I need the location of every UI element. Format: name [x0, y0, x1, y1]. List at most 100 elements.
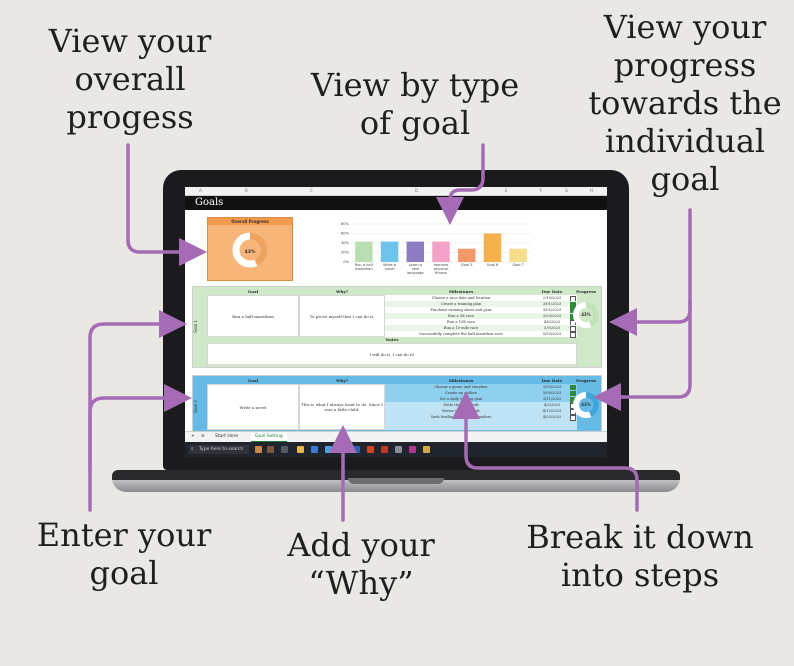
milestone-row[interactable]: Run a 15-mile race 5/9/2023 [385, 325, 577, 332]
sheet-tab-bar: + ≡ Start Here Goal Setting [185, 431, 607, 442]
app-icon-1[interactable] [255, 446, 262, 453]
mail-icon[interactable] [311, 446, 318, 453]
milestone-due-date: 4/12/2023 [542, 409, 562, 413]
callout-overall-progress: View your overall progess [48, 22, 212, 136]
due-date-header: Due Date [541, 289, 563, 294]
milestone-checkbox[interactable] [570, 302, 576, 308]
why-header: Why? [335, 289, 349, 294]
column-e[interactable]: E [505, 188, 508, 193]
column-a[interactable]: A [199, 188, 202, 193]
milestone-text: Run a 15-mile race [443, 326, 479, 330]
milestone-due-date: 5/9/2023 [543, 326, 561, 330]
milestone-row[interactable]: Create a training plan 3/01/2023 [385, 301, 577, 308]
y-tick-label: 80% [341, 222, 350, 226]
goal-2-section: Goal 2 Goal Why? Milestones Due Date Pro… [192, 375, 602, 433]
milestone-checkbox[interactable] [570, 326, 576, 332]
why-header-2: Why? [335, 378, 349, 383]
goal-1-goal-cell[interactable]: Run a half marathon [207, 295, 299, 337]
arrow-enter-goal-1 [88, 310, 187, 512]
milestone-text: Run a 5K race [448, 314, 474, 318]
column-h[interactable]: H [590, 188, 594, 193]
app-icon-4[interactable] [409, 446, 416, 453]
column-b[interactable]: B [245, 188, 248, 193]
all-sheets-icon[interactable]: ≡ [201, 434, 205, 439]
overall-progress-panel: Overall Progress 43% [207, 217, 293, 281]
arrow-enter-goal-2 [88, 384, 192, 472]
milestone-due-date: 4/3/2023 [543, 403, 561, 407]
milestone-text: Choose a genre and storyline [434, 385, 488, 389]
arrow-overall-progress [126, 143, 207, 266]
due-date-header-2: Due Date [541, 378, 563, 383]
bar [509, 248, 527, 262]
overall-progress-donut [232, 232, 268, 268]
progress-header: Progress [576, 289, 596, 294]
milestone-text: Run a 10K race [446, 320, 476, 324]
goal-header-2: Goal [247, 378, 259, 383]
column-g[interactable]: G [565, 188, 569, 193]
milestone-due-date: 4/6/2023 [543, 320, 561, 324]
acrobat-icon[interactable] [381, 446, 388, 453]
app-icon-5[interactable] [423, 446, 430, 453]
milestone-text: Create a training plan [440, 302, 482, 306]
column-header-bar: A B C D E F G H [185, 187, 607, 196]
milestone-due-date: 2/10/2023 [542, 296, 562, 300]
column-f[interactable]: F [540, 188, 543, 193]
milestone-text: Successfully complete the half marathon … [419, 332, 503, 336]
bar [380, 241, 399, 262]
milestone-checkbox[interactable] [570, 415, 576, 421]
milestone-due-date: 3/01/2023 [542, 302, 562, 306]
callout-break-down: Break it down into steps [526, 518, 754, 594]
milestone-checkbox[interactable] [570, 332, 576, 338]
arrow-individual-goal-2 [593, 298, 692, 411]
milestone-due-date: 3/02/2023 [542, 385, 562, 389]
column-c[interactable]: C [310, 188, 313, 193]
x-category-label: Goal 5 [461, 263, 473, 267]
goal-1-why-cell[interactable]: To prove myself that I can do it. [299, 295, 385, 337]
x-category-label: Goal 7 [512, 263, 524, 267]
spreadsheet-screen: A B C D E F G H Goals Overall Progress 4… [185, 187, 607, 457]
milestone-row[interactable]: Successfully complete the half marathon … [385, 331, 577, 338]
bar [483, 233, 502, 262]
column-d[interactable]: D [415, 188, 419, 193]
sheet-title: Goals [185, 196, 607, 210]
goal-1-section: Goal 1 Goal Why? Milestones Due Date Pro… [192, 286, 602, 368]
donut-progress-arc [232, 232, 268, 268]
goal-1-notes-cell[interactable]: I will do it, I can do it! [207, 343, 577, 365]
milestone-due-date: 4/25/2023 [542, 415, 562, 419]
milestone-due-date: 3/11/2023 [542, 397, 562, 401]
app-icon-3[interactable] [395, 446, 402, 453]
y-tick-label: 20% [341, 251, 350, 255]
callout-by-type: View by type of goal [310, 66, 520, 142]
laptop-base [112, 470, 680, 492]
add-sheet-icon[interactable]: + [191, 434, 195, 439]
goal-1-progress-donut [573, 302, 599, 328]
arrow-individual-goal-1 [609, 208, 692, 336]
tab-goal-setting[interactable]: Goal Setting [251, 433, 287, 442]
milestone-due-date: 5/20/2023 [542, 332, 562, 336]
arrow-break-down [452, 391, 639, 512]
taskbar-search[interactable]: ⌕ Type here to search [189, 445, 249, 454]
x-category-label: Goal 6 [487, 263, 499, 267]
powerpoint-icon[interactable] [367, 446, 374, 453]
goal-1-progress-value: 43% [581, 312, 591, 317]
edge-icon[interactable] [325, 446, 332, 453]
milestones-header: Milestones [448, 289, 474, 294]
y-tick-label: 40% [341, 241, 350, 245]
milestone-due-date: 3/20/2023 [542, 314, 562, 318]
goal-2-goal-cell[interactable]: Write a novel [207, 384, 299, 430]
task-view-icon[interactable] [281, 446, 288, 453]
goal-2-progress-value: 43% [581, 402, 591, 407]
tab-start-here[interactable]: Start Here [215, 434, 239, 439]
bar [406, 241, 425, 262]
app-icon-2[interactable] [267, 446, 274, 453]
bar [432, 241, 450, 262]
file-explorer-icon[interactable] [297, 446, 304, 453]
bar [457, 248, 476, 262]
